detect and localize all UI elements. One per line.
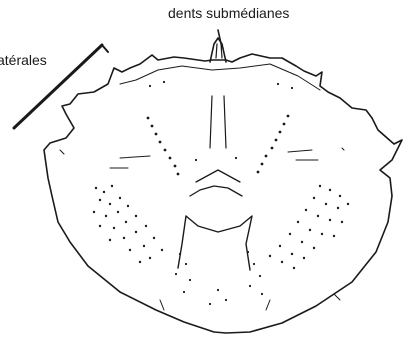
gastric-region (190, 186, 242, 196)
label-lateral-teeth: atérales (0, 52, 47, 68)
left-branchial-groove (110, 156, 150, 168)
carapace-outline (44, 54, 402, 333)
lateral-bracket-tick (102, 45, 108, 52)
submedian-teeth-inner (216, 44, 222, 58)
cardiac-region (178, 216, 252, 270)
label-submedian-teeth: dents submédianes (168, 5, 289, 21)
granulation-dots (93, 81, 349, 305)
submedian-teeth (210, 38, 226, 62)
gastric-chevron (196, 170, 240, 182)
right-branchial-groove (288, 150, 318, 160)
median-groove (210, 96, 226, 148)
